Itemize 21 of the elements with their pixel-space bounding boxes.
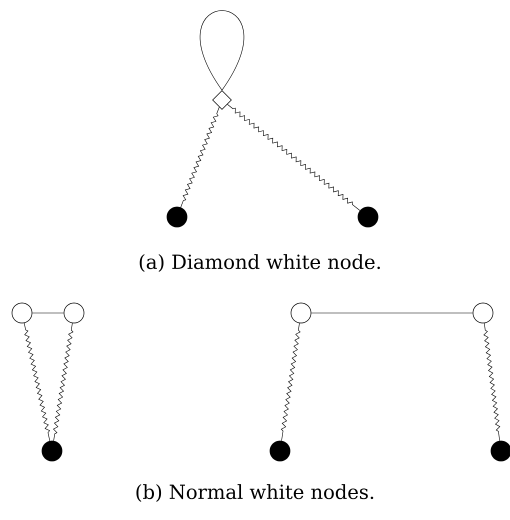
circle-node (12, 302, 32, 324)
filled-circle-node (166, 206, 188, 228)
line (311, 312, 473, 314)
spring-line (24, 322, 50, 442)
subfigure-caption: (a) Diamond white node. (140, 254, 380, 272)
spring-line (483, 322, 500, 442)
spring-line (227, 104, 360, 211)
filled-circle-node (490, 440, 510, 462)
spring-line (280, 322, 301, 442)
spring-line (180, 106, 220, 208)
loop-line (200, 10, 244, 90)
filled-circle-node (42, 440, 62, 462)
circle-node (290, 302, 312, 324)
filled-circle-node (270, 440, 290, 462)
circle-node (472, 302, 494, 324)
filled-circle-node (358, 206, 378, 228)
circle-node (64, 302, 84, 324)
subfigure-caption: (b) Normal white nodes. (136, 484, 374, 502)
line (32, 312, 64, 314)
diamond-node (212, 90, 232, 110)
spring-line (52, 322, 74, 442)
